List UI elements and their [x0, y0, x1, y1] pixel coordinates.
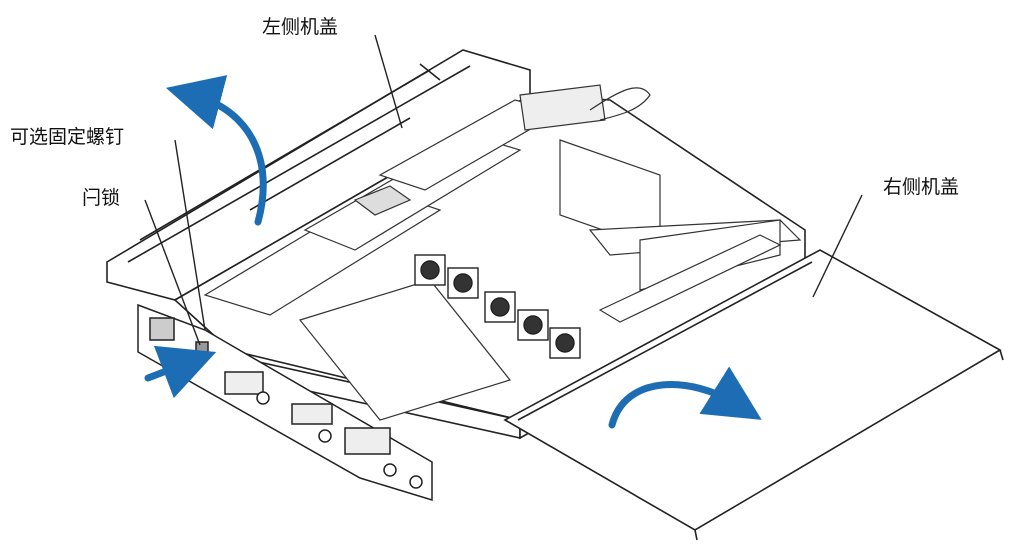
leader-left-cover	[374, 34, 403, 129]
leader-right-cover	[812, 194, 863, 298]
label-latch: 闩锁	[82, 187, 121, 209]
push-arrow-icon	[144, 345, 217, 399]
motion-arrows	[144, 75, 762, 429]
fan-row	[414, 254, 581, 359]
label-left-cover: 左侧机盖	[262, 16, 339, 38]
fan-icon	[523, 315, 543, 335]
internal-components	[203, 84, 802, 421]
fan-icon	[420, 260, 440, 280]
label-right-cover: 右侧机盖	[883, 176, 960, 198]
fan-icon	[490, 297, 510, 317]
label-optional-screw: 可选固定螺钉	[10, 126, 125, 148]
left-cover	[106, 49, 531, 301]
open-arrow-icon	[165, 75, 267, 226]
open-arrow-icon	[608, 366, 762, 429]
fan-icon	[453, 273, 473, 293]
leader-latch	[144, 199, 201, 346]
fan-icon	[517, 309, 549, 341]
fan-icon	[555, 333, 575, 353]
leader-optional-screw	[174, 139, 206, 331]
leader-lines	[144, 34, 863, 346]
